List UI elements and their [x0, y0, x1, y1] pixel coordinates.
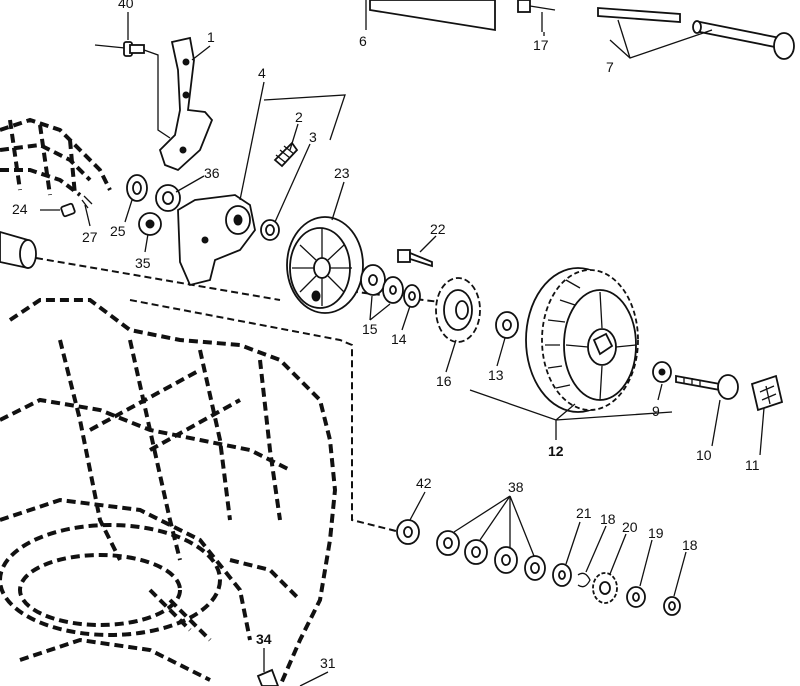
part-1-height-lever — [158, 36, 214, 172]
part-36-bushing — [155, 184, 181, 212]
part-23-hub-wheel — [286, 216, 364, 314]
callout-20: 20 — [622, 519, 638, 535]
part-12-wheel — [525, 267, 639, 413]
callout-23: 23 — [334, 165, 350, 181]
part-11-hub-cap — [750, 374, 784, 412]
callout-24: 24 — [12, 201, 28, 217]
part-9-nut — [652, 361, 672, 383]
part-18-clip-a — [577, 572, 591, 588]
part-35-nut — [138, 212, 162, 236]
callout-27: 27 — [82, 229, 98, 245]
callout-22: 22 — [430, 221, 446, 237]
part-14-washer — [403, 284, 421, 308]
callout-6: 6 — [359, 33, 367, 49]
callout-19: 19 — [648, 525, 664, 541]
part-22-bolt — [397, 249, 433, 268]
callout-18-upper: 18 — [600, 511, 616, 527]
leader-lines — [40, 12, 765, 686]
part-10-bolt — [675, 374, 739, 400]
part-34-latch — [256, 668, 279, 686]
part-4-bracket-plate — [177, 194, 256, 287]
callout-12: 12 — [548, 443, 564, 459]
part-38-washers — [436, 530, 546, 581]
axle-centerline — [35, 257, 281, 301]
engine-detail-hatched — [0, 117, 112, 197]
part-7-axle-rod — [597, 7, 795, 60]
callout-31: 31 — [320, 655, 336, 671]
part-25-bushing — [126, 174, 148, 202]
part-40-pin — [94, 41, 171, 139]
callout-2: 2 — [295, 109, 303, 125]
callout-35: 35 — [135, 255, 151, 271]
part-6-panel — [365, 0, 496, 32]
callout-13: 13 — [488, 367, 504, 383]
part-13-bearing — [495, 311, 519, 339]
part-16-gear — [435, 277, 481, 343]
part-2-spring — [273, 141, 299, 168]
callout-16: 16 — [436, 373, 452, 389]
callout-18-lower: 18 — [682, 537, 698, 553]
callout-34: 34 — [256, 631, 272, 647]
part-21-washer — [552, 563, 572, 587]
axle-shaft-end — [0, 231, 37, 270]
housing-reference-line — [129, 299, 401, 533]
part-17-fastener — [517, 0, 556, 32]
part-24-nut — [60, 202, 76, 218]
part-18-washer-b — [663, 596, 681, 616]
callout-3: 3 — [309, 129, 317, 145]
callout-9: 9 — [652, 403, 660, 419]
callout-17: 17 — [533, 37, 549, 53]
callout-14: 14 — [391, 331, 407, 347]
callout-10: 10 — [696, 447, 712, 463]
callout-labels: 40 1 6 17 7 4 2 3 36 23 24 27 25 35 22 1… — [12, 0, 760, 671]
callout-38: 38 — [508, 479, 524, 495]
callout-25: 25 — [110, 223, 126, 239]
part-20-pinion-gear — [592, 572, 618, 604]
part-19-washer — [626, 586, 646, 608]
callout-40: 40 — [118, 0, 134, 11]
callout-7: 7 — [606, 59, 614, 75]
callout-15: 15 — [362, 321, 378, 337]
part-42-bushing — [396, 519, 420, 545]
callout-4: 4 — [258, 65, 266, 81]
callout-11: 11 — [745, 457, 760, 473]
part-15-washers — [360, 264, 404, 304]
part-3-washer — [260, 219, 280, 241]
callout-42: 42 — [416, 475, 432, 491]
callout-36: 36 — [204, 165, 220, 181]
part-27-pin — [81, 195, 93, 209]
callout-1: 1 — [207, 29, 215, 45]
mower-deck-housing-outline — [0, 298, 338, 686]
callout-21: 21 — [576, 505, 592, 521]
